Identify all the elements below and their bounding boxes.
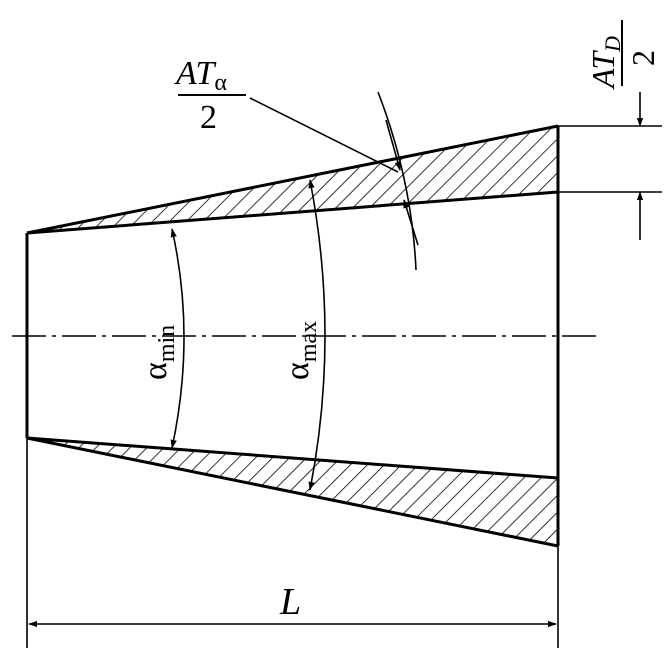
at-alpha-subscript: α (214, 70, 227, 96)
alpha-min-label: αmin (137, 325, 180, 380)
alpha-max-label: αmax (279, 321, 322, 380)
at-d-label: ATD 2 (585, 20, 661, 90)
at-d-subscript: D (600, 36, 625, 53)
svg-text:ATα: ATα (174, 55, 227, 96)
alpha-max-symbol: α (279, 362, 316, 380)
at-d-denominator: 2 (625, 50, 661, 66)
at-alpha-arc (377, 91, 417, 271)
cone-outline (25, 124, 560, 548)
alpha-min-subscript: min (154, 325, 180, 362)
at-alpha-leader (249, 97, 399, 173)
length-dimension (26, 438, 559, 648)
svg-text:ATD: ATD (585, 36, 625, 90)
alpha-min-symbol: α (137, 362, 174, 380)
length-label: L (279, 581, 301, 623)
at-d-dimension (558, 92, 662, 240)
at-alpha-numerator: AT (174, 55, 217, 92)
alpha-max-subscript: max (296, 321, 322, 362)
at-d-numerator: AT (585, 50, 621, 90)
svg-text:αmax: αmax (279, 321, 322, 380)
alpha-max-arc (308, 179, 326, 491)
at-alpha-denominator: 2 (200, 99, 217, 136)
svg-text:αmin: αmin (137, 325, 180, 380)
alpha-min-arc (170, 228, 185, 449)
at-alpha-label: ATα 2 (174, 55, 246, 136)
